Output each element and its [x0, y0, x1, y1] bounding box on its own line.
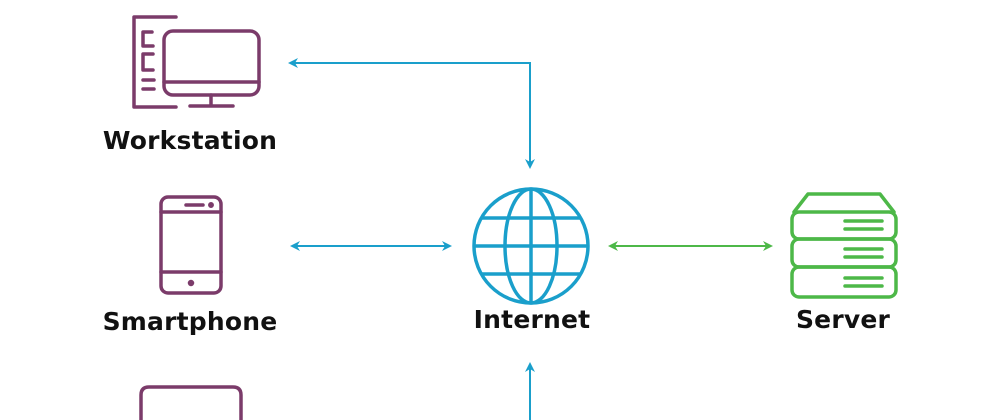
- workstation-label: Workstation: [102, 126, 278, 155]
- smartphone-label: Smartphone: [102, 307, 278, 336]
- smartphone-icon: [159, 195, 223, 295]
- server-icon: [790, 192, 898, 299]
- globe-icon: [472, 187, 590, 305]
- desktop-computer-icon: [132, 15, 261, 109]
- workstation-internet-connector: [288, 58, 535, 169]
- internet-label: Internet: [473, 305, 591, 334]
- server-label: Server: [795, 305, 891, 334]
- laptop-icon: [139, 385, 243, 420]
